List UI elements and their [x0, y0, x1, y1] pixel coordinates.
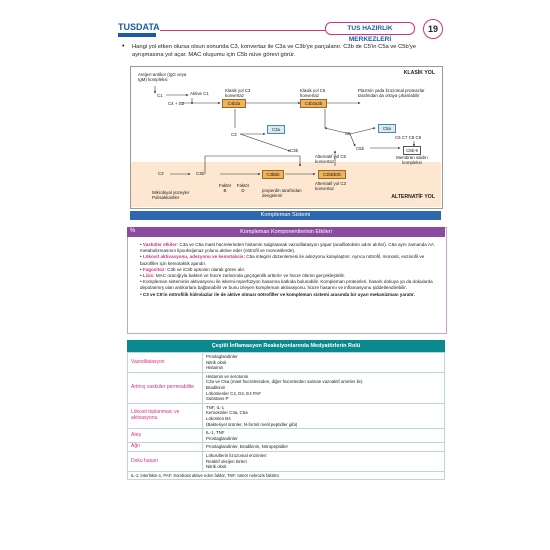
diagram-content: KLASİK YOL ALTERNATİF YOL Antijen-antiko… [130, 66, 441, 207]
complement-effects-box [127, 227, 447, 334]
effect-item: • Vasküler etkiler: C3a ve C5a mast hücr… [140, 242, 434, 254]
classic-c3-convertase-label: Klasik yol C3 konvertaz [225, 88, 251, 98]
microbes-label: Mikrobiyal yüzeyler Polisakkaritler [152, 190, 190, 200]
logo-text: TUSDATA [118, 22, 160, 32]
effect-item: • Fagositoz: C3b ve iC3b opsonin olarak … [140, 266, 246, 272]
c4c2-label: C4 + C2 [168, 101, 185, 106]
alt-c3-convertase-label: Alternatif yol C3 konvertaz [315, 181, 346, 191]
alt-c3b-label: C3b [196, 171, 205, 176]
classic-c5-convertase-label: Klasik yol C5 konvertaz [300, 88, 326, 98]
complement-effects-title: Kompleman Komponentlerinin Etkileri [127, 227, 445, 237]
header-title: TUS HAZIRLIK MERKEZLERİ [325, 22, 415, 43]
pathway-arrows [153, 86, 416, 176]
c3b-label: C3b [290, 148, 299, 153]
row-category: Doku hasarı [127, 450, 203, 472]
c4b2a3b-box: C4b2a3b [300, 99, 327, 108]
header-rule [160, 30, 410, 31]
factor-b-label: Faktör B [218, 183, 232, 193]
effect-item: • C3 ve C5'in nötrofilik hidrolazlar ile… [140, 291, 415, 297]
row-category: Vazodilatasyon [127, 352, 203, 373]
factor-d-label: Faktör D [236, 183, 250, 193]
row-category: Ateş [127, 428, 203, 444]
effect-item: • Lökosit aktivasyonu, adezyonu ve kemot… [140, 254, 425, 266]
c3bbb3b-box: C3bBb3b [318, 170, 346, 179]
intro-text: Hangi yol etken olursa olsun sonunda C3,… [132, 44, 416, 58]
row-category: Artmış vasküler permeabilite [127, 371, 203, 404]
tusdata-logo: TUSDATA [118, 22, 160, 37]
c5a-box: C5a [378, 124, 396, 133]
row-mediators: TNF, IL-1 Kemokinler C3a, C5a Lökotrien … [202, 402, 445, 430]
intro-paragraph: • Hangi yol etken olursa olsun sonunda C… [122, 43, 422, 59]
row-mediators: Prostaglandinler Nitrik oksit Histamin [202, 352, 445, 373]
row-mediators: Lökositlerin lizozomal enzimleri Reaktif… [202, 450, 445, 472]
plasmin-note: Plazmin yada lizozomal proteazlar tarafı… [358, 88, 425, 98]
row-category: Ağrı [127, 442, 203, 452]
percent-icon: % [130, 228, 136, 234]
c4b2a-box: C4b2a [222, 99, 246, 108]
table-footnote: IL-1: interlökin-1, PAF: trombosit aktiv… [127, 470, 445, 481]
alternative-pathway-band [131, 162, 441, 207]
complement-effects-list: • Vasküler etkiler: C3a ve C5a mast hücr… [140, 242, 440, 298]
c3-label: C3 [231, 132, 237, 137]
active-c1-label: Aktive C1 [190, 91, 209, 96]
logo-bar [118, 33, 156, 37]
c5-label: C5 [345, 131, 351, 136]
table-footnote-row: IL-1: interlökin-1, PAF: trombosit aktiv… [127, 470, 445, 481]
alt-c5-convertase-label: Alternatif yol C5 konvertaz [315, 154, 346, 164]
section-title-bar: Kompleman Sistemi [130, 211, 441, 220]
c3a-box: C3a [267, 125, 285, 134]
row-mediators: IL-1, TNF Prostaglandinler [202, 428, 445, 444]
alternative-pathway-title: ALTERNATİF YOL [391, 194, 435, 200]
c6789-label: C6 C7 C8 C9 [395, 135, 422, 140]
properdin-label: properdin tarafından dengelenir [262, 188, 302, 198]
row-mediators: Histamin ve serotonin C3a ve C5a (mast h… [202, 371, 445, 404]
mac-label: Membran saldırı kompleksi [396, 155, 428, 165]
effect-item: • Kompleman sisteminin aktivasyonu ile i… [140, 279, 433, 291]
page-number: 19 [423, 19, 443, 39]
classic-pathway-title: KLASİK YOL [403, 70, 435, 76]
c5b9-box: C5b-9 [403, 146, 421, 155]
alt-c3-label: C3 [158, 171, 164, 176]
row-category: Lökosit toplanması ve aktivasyonu [127, 402, 203, 430]
c5b-label: C5b [356, 146, 365, 151]
antigen-label: Antijen-antikor (IgG veya IgM) kompleksi [138, 72, 187, 82]
bullet-icon: • [122, 43, 125, 50]
c3bbb-box: C3bBb [262, 170, 284, 179]
effect-item: • Lizis: MAC oracığıyla bakteri ve hücre… [140, 273, 346, 279]
row-mediators: Prostaglandinler, Bradikinin, Nöropeptid… [202, 442, 445, 452]
c1-label: C1 [157, 93, 163, 98]
mediators-table-title: Çeşitli İnflamasyon Reaksiyonlarında Med… [127, 340, 445, 352]
